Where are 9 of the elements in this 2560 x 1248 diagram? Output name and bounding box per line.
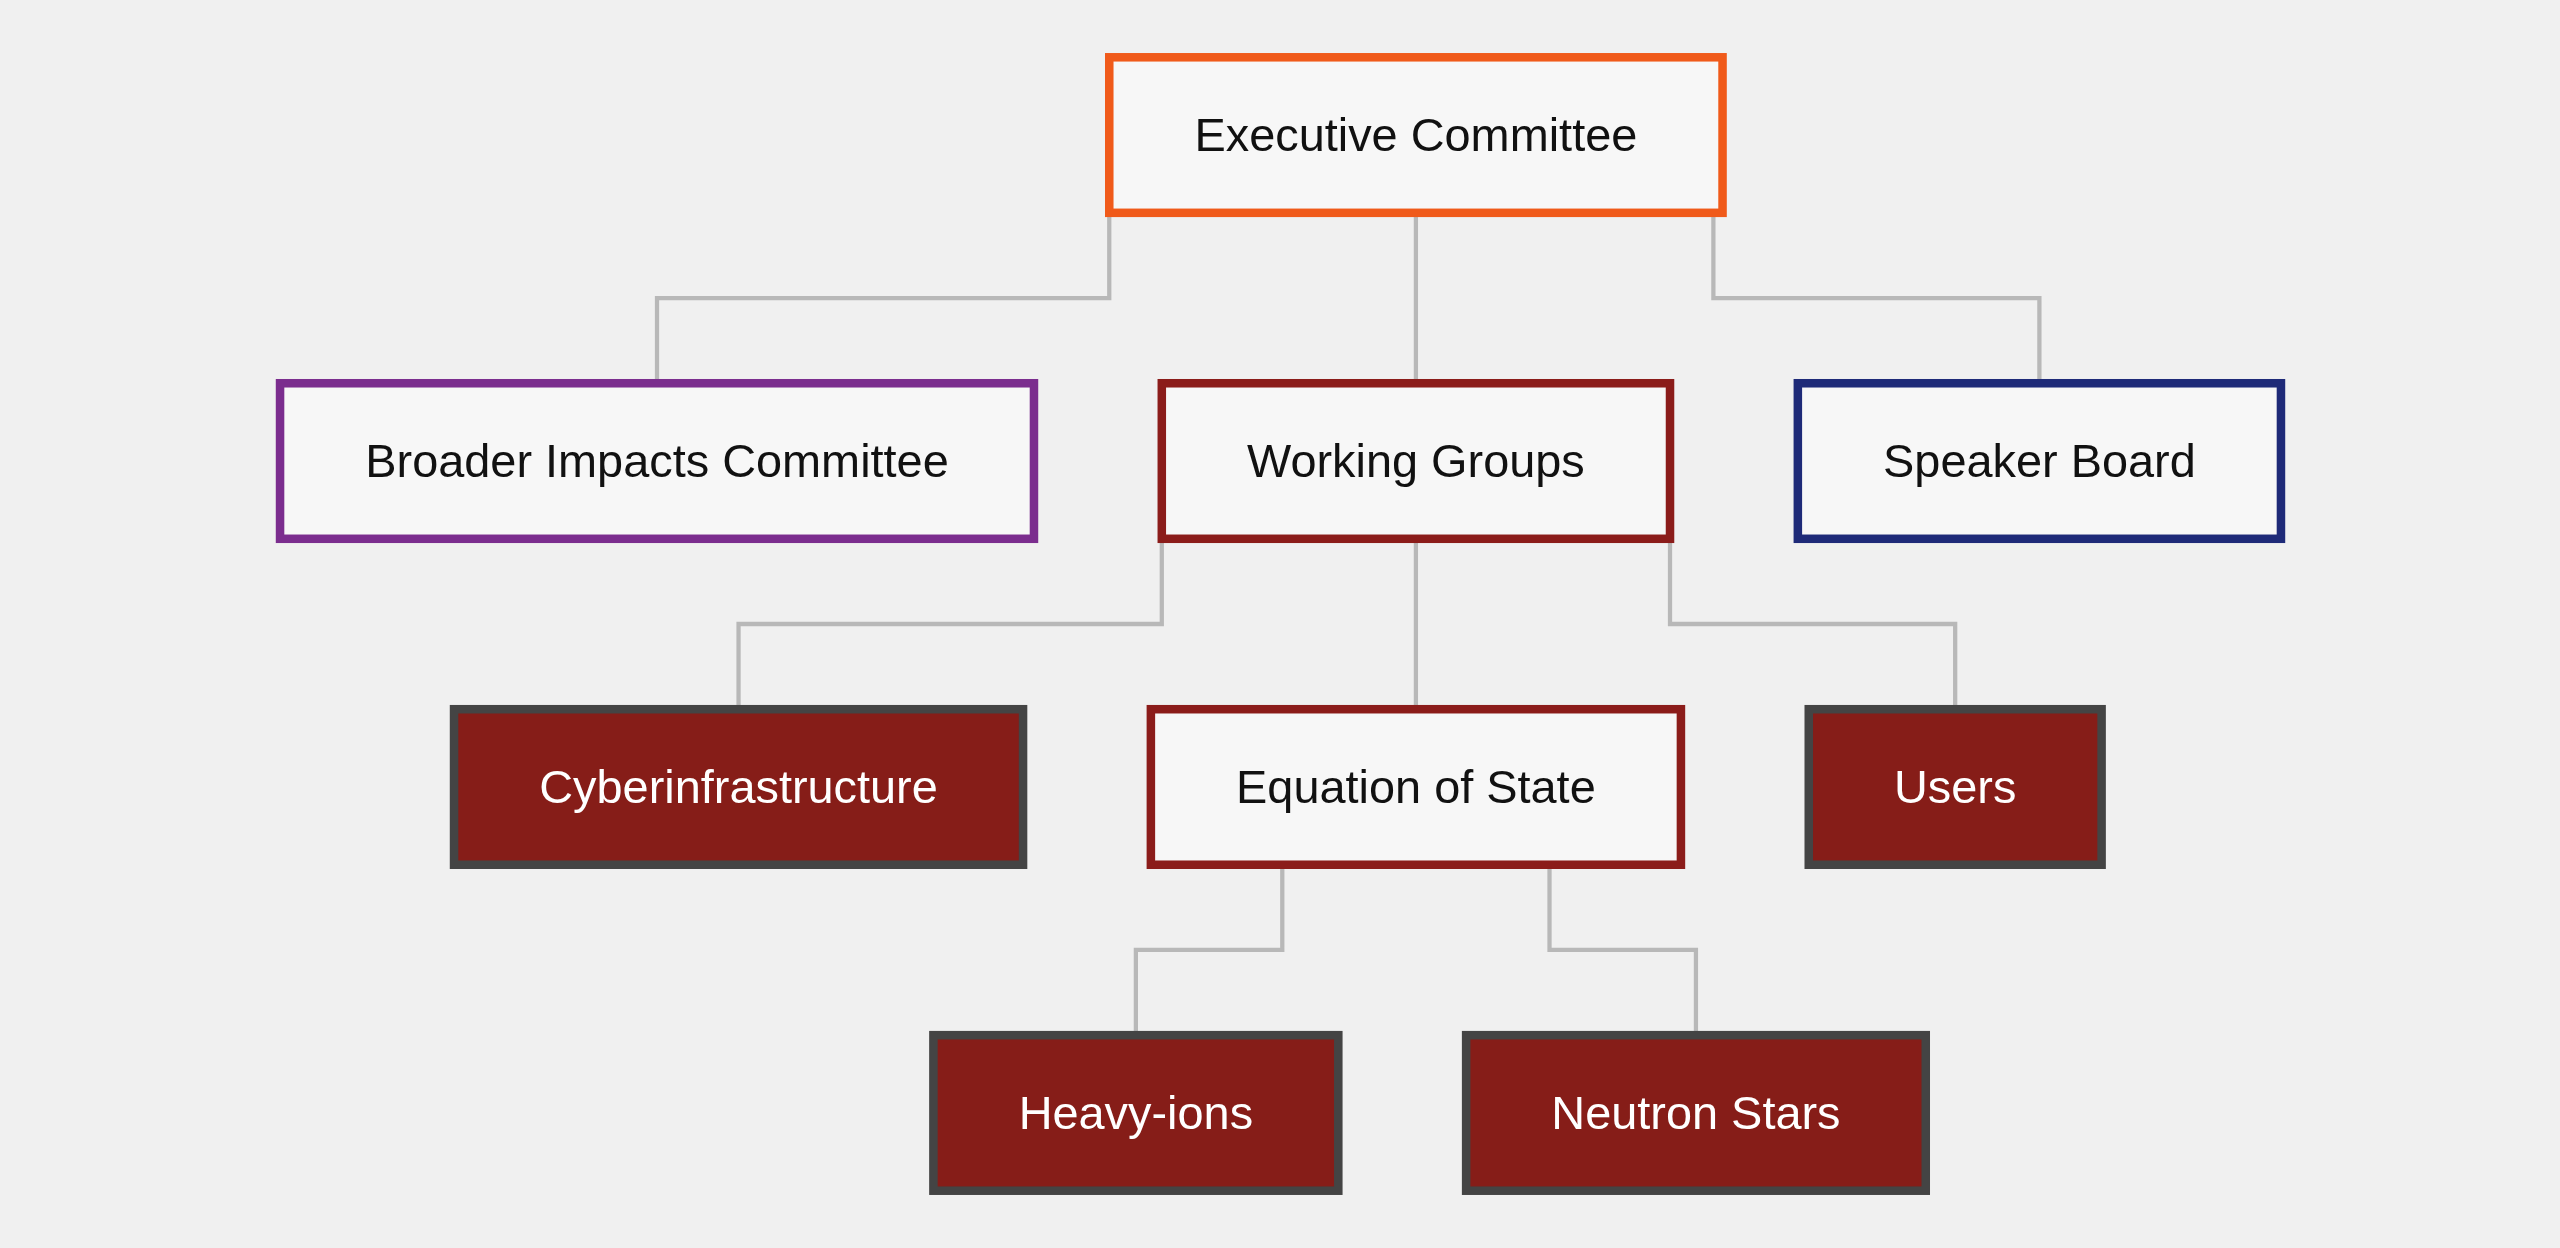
node-box: Cyberinfrastructure <box>449 704 1027 869</box>
node-box: Working Groups <box>1157 379 1674 544</box>
node-box: Speaker Board <box>1793 379 2285 544</box>
node-box: Broader Impacts Committee <box>275 379 1038 544</box>
node-box: Neutron Stars <box>1461 1030 1930 1195</box>
node-box: Users <box>1804 704 2106 869</box>
node-box: Equation of State <box>1146 704 1685 869</box>
node-box: Executive Committee <box>1104 53 1727 218</box>
node-box: Heavy-ions <box>928 1030 1343 1195</box>
